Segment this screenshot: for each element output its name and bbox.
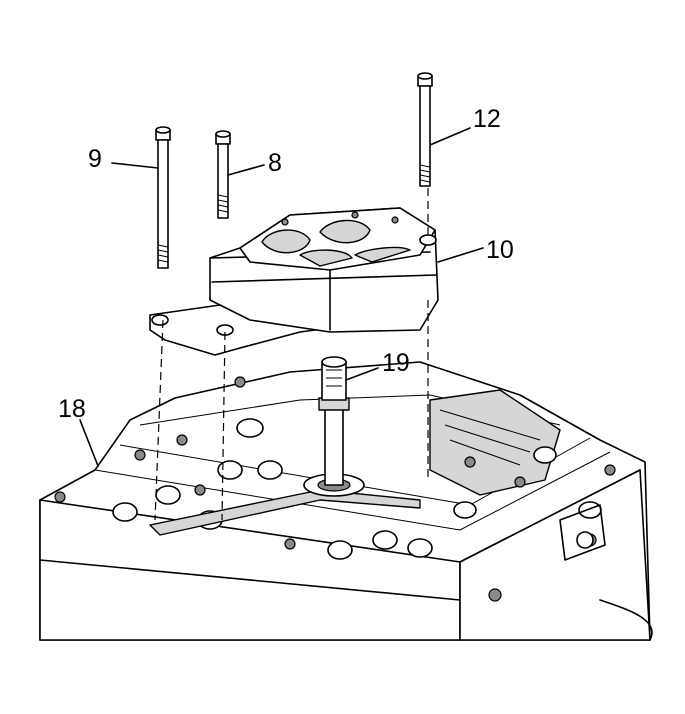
accumulator-cover (149, 207, 439, 356)
alignment-lines (154, 188, 429, 521)
callout-9: 9 (88, 145, 102, 173)
bolt-9 (155, 126, 171, 269)
callout-12: 12 (473, 105, 501, 133)
leader-lines (79, 127, 484, 467)
callout-8: 8 (268, 149, 282, 177)
callout-19: 19 (382, 349, 410, 377)
manual-shaft (303, 356, 365, 497)
callout-10: 10 (486, 236, 514, 264)
bolt-8 (215, 130, 231, 219)
valve-body-assembly (39, 361, 653, 641)
callout-18: 18 (58, 395, 86, 423)
bolt-12 (417, 72, 433, 187)
